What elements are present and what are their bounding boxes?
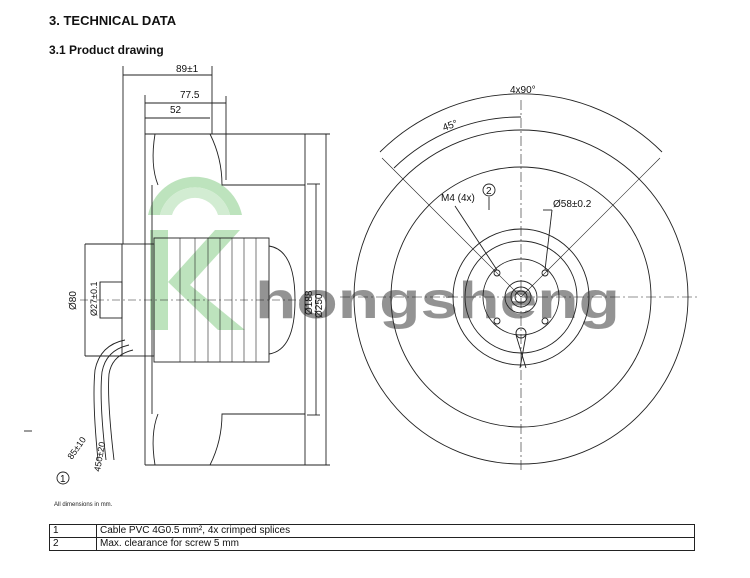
dim-80: Ø80 bbox=[68, 291, 79, 310]
section-title: 3. TECHNICAL DATA bbox=[49, 13, 177, 28]
dim-4x90: 4x90° bbox=[510, 85, 536, 96]
dim-77-5: 77.5 bbox=[180, 90, 200, 101]
table-row: 2 Max. clearance for screw 5 mm bbox=[49, 537, 695, 551]
subsection-title: 3.1 Product drawing bbox=[49, 43, 164, 57]
callout-2: 2 bbox=[486, 186, 492, 197]
dim-250: Ø250 bbox=[314, 293, 325, 318]
callout-1: 1 bbox=[60, 474, 66, 485]
dim-45: 45° bbox=[441, 118, 459, 134]
footer-note: All dimensions in mm. bbox=[54, 502, 113, 508]
note-number: 2 bbox=[49, 537, 97, 551]
table-row: 1 Cable PVC 4G0.5 mm², 4x crimped splice… bbox=[49, 524, 695, 538]
notes-table: 1 Cable PVC 4G0.5 mm², 4x crimped splice… bbox=[49, 524, 695, 551]
note-text: Max. clearance for screw 5 mm bbox=[96, 537, 695, 551]
label-m4: M4 (4x) bbox=[441, 193, 475, 204]
note-number: 1 bbox=[49, 524, 97, 538]
dim-450: 450±20 bbox=[92, 441, 107, 472]
dim-188: Ø188 bbox=[304, 290, 315, 315]
dim-27: Ø27±0.1 bbox=[89, 282, 99, 316]
dim-85: 85±10 bbox=[65, 435, 88, 461]
note-text: Cable PVC 4G0.5 mm², 4x crimped splices bbox=[96, 524, 695, 538]
dim-89: 89±1 bbox=[176, 64, 199, 75]
dim-58: Ø58±0.2 bbox=[553, 199, 592, 210]
dim-52: 52 bbox=[170, 105, 182, 116]
watermark-logo bbox=[148, 176, 245, 330]
